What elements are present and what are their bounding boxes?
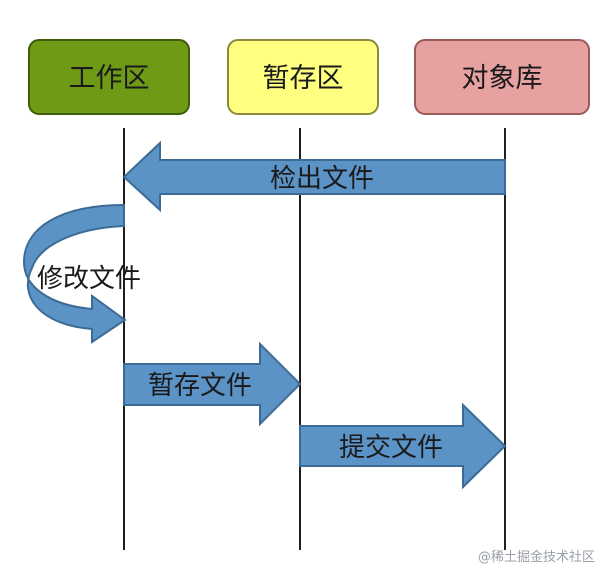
arrow-modify-label: 修改文件 [37,264,141,294]
arrow-stage: 暂存文件 [123,341,302,427]
lane-staging: 暂存区 [227,39,379,115]
arrow-modify: 修改文件 [22,203,141,344]
arrow-stage-label: 暂存文件 [148,371,252,401]
lane-staging-box [227,39,379,115]
lane-object-store-label: 对象库 [462,63,543,94]
watermark-text: @稀土掘金技术社区 [478,549,595,565]
arrow-checkout: 检出文件 [122,140,506,213]
arrow-modify-shape [22,203,127,344]
lane-staging-label: 暂存区 [263,63,344,94]
lane-workspace-box [28,39,190,115]
lane-object-store: 对象库 [414,39,590,115]
arrow-stage-shape [123,341,302,427]
lane-object-store-box [414,39,590,115]
arrow-commit-label: 提交文件 [339,433,443,463]
arrow-commit-shape [299,402,507,490]
arrow-checkout-shape [122,140,506,213]
arrow-checkout-label: 检出文件 [270,164,374,194]
lane-workspace: 工作区 [28,39,190,115]
arrow-commit: 提交文件 [299,402,507,490]
lane-workspace-label: 工作区 [69,63,150,94]
